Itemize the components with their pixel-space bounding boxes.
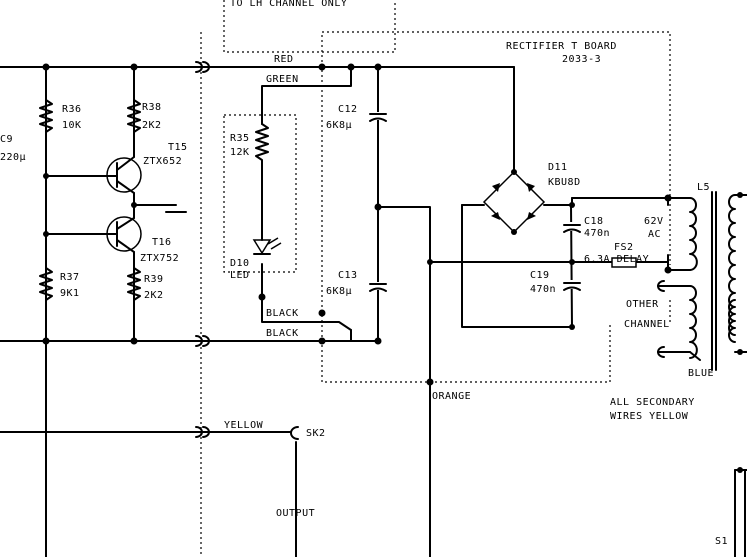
r39-label: R39 [144,274,164,285]
dashed-boundaries [200,0,671,557]
board-title-label: RECTIFIER T BOARD [506,41,617,52]
secondary-note-line1: ALL SECONDARY [610,397,695,408]
wire-black-label-2: BLACK [266,328,299,339]
resistor-r39 [127,267,141,301]
t16-type: ZTX752 [140,253,179,264]
c19-value: 470n [530,284,556,295]
capacitor-c18 [563,222,581,233]
d10-label: D10 [230,258,250,269]
wire-red-label: RED [274,54,294,65]
wire-black-label-1: BLACK [266,308,299,319]
c13-label: C13 [338,270,358,281]
wire-orange-label: ORANGE [432,391,471,402]
r35-label: R35 [230,133,250,144]
wiring [0,66,747,557]
connectors [195,61,665,440]
channel-label: CHANNEL [624,319,670,330]
r37-label: R37 [60,272,80,283]
capacitor-c13 [369,282,387,292]
junction-dots [42,63,743,473]
c12-label: C12 [338,104,358,115]
secondary-note-line2: WIRES YELLOW [610,411,689,422]
wire-green-label: GREEN [266,74,299,85]
r38-label: R38 [142,102,162,113]
resistor-r38 [127,99,141,133]
fs2-value: 6.3A DELAY [584,254,649,265]
r37-value: 9K1 [60,288,80,299]
board-number-label: 2033-3 [562,54,601,65]
t15-type: ZTX652 [143,156,182,167]
fuse-fs2 [611,257,637,268]
transistor-t16 [106,216,142,253]
top-note-label: TO LH CHANNEL ONLY [230,0,347,9]
c18-value: 470n [584,228,610,239]
ac-voltage-label: 62V [644,216,664,227]
fs2-label: FS2 [614,242,634,253]
transformer-l5 [657,191,736,371]
r36-value: 10K [62,120,82,131]
d11-type: KBU8D [548,177,581,188]
resistor-r35 [255,123,269,177]
r39-value: 2K2 [144,290,164,301]
blue-label: BLUE [688,368,714,379]
d10-type: LED [230,270,250,281]
ac-label: AC [648,229,661,240]
other-label: OTHER [626,299,659,310]
c9-value: 220μ [0,152,26,163]
component-labels: TO LH CHANNEL ONLY RECTIFIER T BOARD 203… [0,0,728,547]
resistor-r37 [39,267,53,301]
d11-label: D11 [548,162,568,173]
wire-yellow-label: YELLOW [224,420,264,431]
t15-label: T15 [168,142,188,153]
led-d10 [252,237,282,255]
c19-label: C19 [530,270,550,281]
c12-value: 6K8μ [326,120,352,131]
transistor-t15 [106,156,142,194]
r36-label: R36 [62,104,82,115]
l5-label: L5 [697,182,710,193]
output-label: OUTPUT [276,508,315,519]
capacitor-c19 [563,280,581,291]
t16-label: T16 [152,237,172,248]
r35-value: 12K [230,147,250,158]
r38-value: 2K2 [142,120,162,131]
sk2-label: SK2 [306,428,326,439]
c18-label: C18 [584,216,604,227]
resistor-r36 [39,99,53,133]
c9-label: C9 [0,134,13,145]
capacitor-c12 [369,112,387,122]
c13-value: 6K8μ [326,286,352,297]
s1-label: S1 [715,536,728,547]
